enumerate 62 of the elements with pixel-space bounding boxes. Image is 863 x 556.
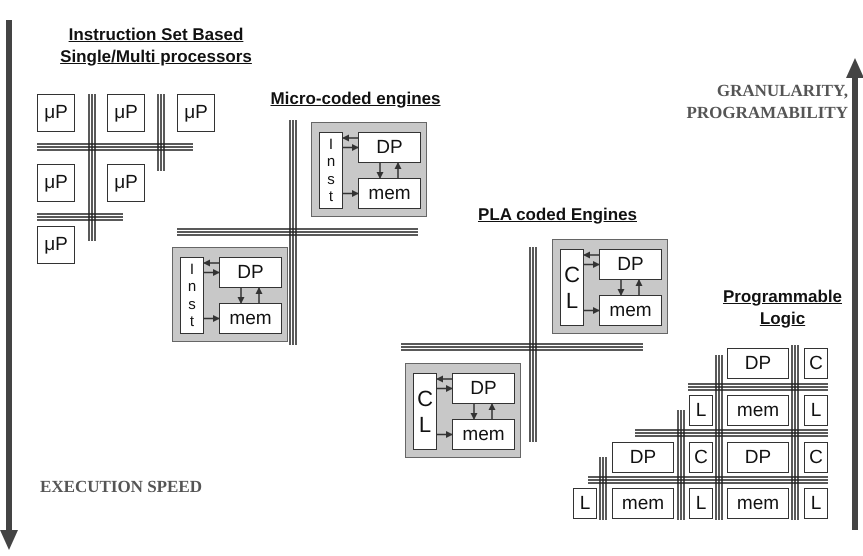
- datapath-block: DP: [219, 257, 282, 288]
- logic-block: C: [689, 442, 713, 473]
- memory-block: mem: [727, 395, 789, 426]
- microprocessor-block: μP: [107, 94, 145, 132]
- arrow: [437, 385, 453, 392]
- arrow: [238, 288, 244, 304]
- arrow: [203, 260, 219, 266]
- memory-block: mem: [727, 488, 789, 519]
- arrow: [394, 162, 402, 178]
- arrow: [488, 403, 496, 419]
- logic-block: L: [804, 395, 828, 426]
- memory-block: mem: [612, 488, 674, 519]
- microprocessor-block: μP: [107, 164, 145, 202]
- memory-block: mem: [599, 295, 662, 326]
- logic-block: L: [573, 488, 597, 519]
- logic-block: C: [804, 348, 828, 379]
- microprocessor-block: μP: [37, 226, 75, 264]
- microprocessor-block: μP: [177, 94, 215, 132]
- arrow: [437, 431, 453, 438]
- memory-block: mem: [219, 303, 282, 334]
- logic-block: L: [689, 488, 713, 519]
- arrow: [204, 315, 220, 322]
- datapath-block: DP: [599, 249, 662, 280]
- engine-panel: [172, 247, 288, 342]
- engine-panel: [405, 363, 521, 458]
- arrow: [436, 376, 452, 382]
- logic-block: L: [689, 395, 713, 426]
- arrow: [470, 404, 478, 420]
- arrow: [636, 279, 642, 295]
- datapath-block: DP: [452, 373, 515, 404]
- datapath-block: DP: [358, 132, 421, 163]
- arrow: [376, 163, 384, 179]
- axis-title: GRANULARITY, PROGRAMABILITY: [685, 80, 848, 124]
- arrow: [256, 287, 262, 303]
- heading: Programmable Logic: [722, 286, 844, 330]
- memory-block: mem: [452, 419, 515, 450]
- heading: PLA coded Engines: [476, 204, 638, 226]
- arrow: [342, 134, 358, 142]
- microprocessor-block: μP: [37, 94, 75, 132]
- arrow: [204, 269, 220, 276]
- control-logic-block: CL: [560, 249, 584, 326]
- arrow: [584, 307, 600, 314]
- axis-title: EXECUTION SPEED: [40, 476, 204, 498]
- instruction-block: Inst: [180, 257, 204, 334]
- arrow: [618, 280, 624, 296]
- logic-block: L: [804, 488, 828, 519]
- engine-panel: [311, 122, 427, 217]
- datapath-block: DP: [612, 442, 674, 473]
- arrow: [343, 144, 359, 151]
- datapath-block: DP: [727, 348, 789, 379]
- control-logic-block: CL: [413, 373, 437, 450]
- heading: Instruction Set Based Single/Multi processors: [59, 24, 253, 68]
- arrow: [343, 190, 359, 197]
- logic-block: C: [804, 442, 828, 473]
- heading: Micro-coded engines: [269, 88, 442, 110]
- microprocessor-block: μP: [37, 164, 75, 202]
- instruction-block: Inst: [319, 132, 343, 209]
- memory-block: mem: [358, 178, 421, 209]
- engine-panel: [552, 239, 668, 334]
- arrow: [583, 252, 599, 258]
- datapath-block: DP: [727, 442, 789, 473]
- arrow: [584, 261, 600, 268]
